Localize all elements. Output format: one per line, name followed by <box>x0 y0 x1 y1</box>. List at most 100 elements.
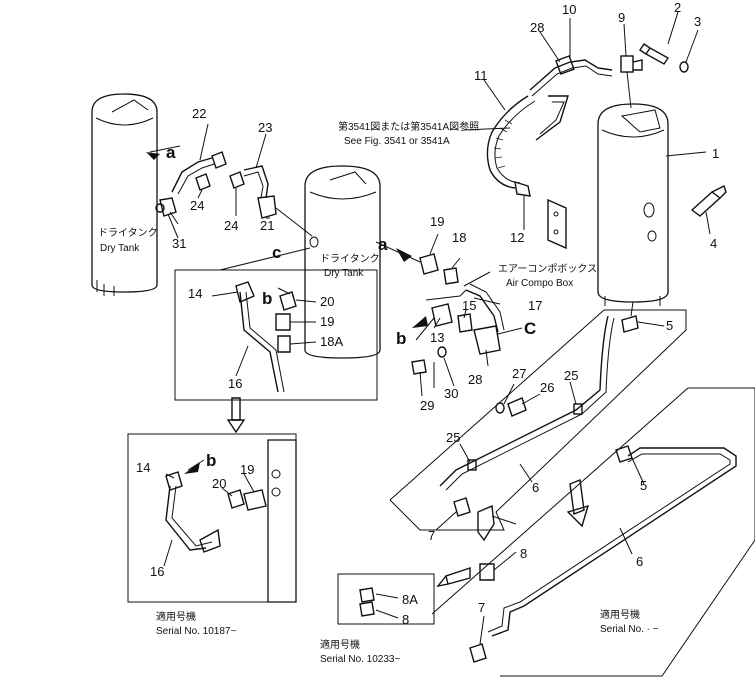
callout-23: 23 <box>258 120 272 135</box>
bracket-28 <box>473 325 501 355</box>
bolt-26 <box>507 397 527 417</box>
callout-29: 29 <box>420 398 434 413</box>
letter-b-lower: b <box>206 451 216 470</box>
callout-1: 1 <box>712 146 719 161</box>
callout-8b: 8 <box>402 612 409 627</box>
hatched-arrow-2 <box>226 397 246 434</box>
hatched-arrow-1 <box>436 567 471 588</box>
callout-19b: 19 <box>320 314 334 329</box>
air-compo-box-jp: エアーコンポボックス <box>498 263 597 275</box>
plug-18A <box>277 335 291 353</box>
callout-24a: 24 <box>190 198 204 213</box>
callout-2: 2 <box>674 0 681 15</box>
fitting-19-lower <box>243 489 267 511</box>
elbow-9 <box>620 55 643 109</box>
letter-b-upper: b <box>262 289 272 308</box>
detail-box-upper <box>174 269 378 401</box>
callout-14b: 14 <box>136 460 150 475</box>
callout-6b: 6 <box>636 554 643 569</box>
left-dry-tank <box>91 93 158 296</box>
callout-8a: 8 <box>520 546 527 561</box>
bolt-2 <box>639 43 670 65</box>
washer-30 <box>437 346 447 358</box>
callout-5a: 5 <box>666 318 673 333</box>
see-fig-en: See Fig. 3541 or 3541A <box>344 136 450 147</box>
callout-27: 27 <box>512 366 526 381</box>
callout-22: 22 <box>192 106 206 121</box>
pipe-6-lower <box>491 447 737 637</box>
hose-11 <box>486 95 529 189</box>
serial-jp-1: 適用号機 <box>156 610 196 623</box>
fitting-24-left <box>195 173 211 191</box>
callout-28a: 28 <box>530 20 544 35</box>
washer-27 <box>495 402 505 414</box>
elbow-14-upper <box>235 281 255 303</box>
drain-valve-4 <box>690 185 727 217</box>
tee-13 <box>431 303 453 327</box>
bracket-12 <box>547 198 567 250</box>
callout-25b: 25 <box>446 430 460 445</box>
serial-jp-3: 適用号機 <box>600 608 640 621</box>
callout-14a: 14 <box>188 286 202 301</box>
callout-15: 15 <box>462 298 476 313</box>
detail-panel-lower-right <box>431 387 755 677</box>
callout-11: 11 <box>474 68 488 83</box>
callout-7a: 7 <box>428 528 435 543</box>
dry-tank-left-en: Dry Tank <box>100 243 140 254</box>
elbow-14-lower <box>165 471 183 491</box>
detail-box-serial-2 <box>337 573 435 625</box>
washer-3 <box>679 61 689 73</box>
callout-10: 10 <box>562 2 576 17</box>
fitting-20-lower <box>227 489 245 509</box>
callout-19a: 19 <box>430 214 444 229</box>
nut-18-mid <box>443 267 459 285</box>
elbow-8-middle <box>477 504 495 542</box>
callout-9: 9 <box>618 10 625 25</box>
middle-dry-tank <box>304 165 381 359</box>
dry-tank-mid-jp: ドライタンク <box>320 253 380 265</box>
fitting-7-middle <box>453 497 471 517</box>
nipple-19-upper <box>275 313 291 331</box>
main-air-tank <box>597 103 669 306</box>
clamp-25-b <box>467 459 477 471</box>
leader-lines <box>163 11 711 645</box>
callout-20b: 20 <box>212 476 226 491</box>
serial-en-3: Serial No. · ~ <box>600 624 659 635</box>
callout-4: 4 <box>710 236 717 251</box>
callout-19c: 19 <box>240 462 254 477</box>
pipe-22 <box>171 157 213 193</box>
fitting-5-main <box>621 301 639 333</box>
callout-8A: 8A <box>402 592 418 607</box>
callout-numbers: 1 2 3 4 5 5 6 6 7 7 8 8 8A 9 10 11 12 13… <box>136 0 719 627</box>
callout-25a: 25 <box>564 368 578 383</box>
connection-arrows <box>146 152 428 474</box>
bolt-29 <box>411 359 427 375</box>
callout-17: 17 <box>528 298 542 313</box>
callout-18: 18 <box>452 230 466 245</box>
hatched-arrow-3 <box>566 479 590 528</box>
callout-7b: 7 <box>478 600 485 615</box>
letter-a-mid: a <box>378 235 388 254</box>
fitting-8A <box>359 587 375 603</box>
callout-26: 26 <box>540 380 554 395</box>
fitting-24-mid <box>229 171 245 189</box>
fitting-15 <box>457 313 473 333</box>
pipe-6-middle <box>439 315 609 487</box>
callout-3: 3 <box>694 14 701 29</box>
callout-5b: 5 <box>640 478 647 493</box>
pipe-16-upper <box>239 291 279 393</box>
callout-24b: 24 <box>224 218 238 233</box>
see-fig-jp: 第3541図または第3541A図参照 <box>338 120 479 133</box>
fitting-20-upper <box>279 291 297 311</box>
pipe-16-lower <box>165 485 207 551</box>
callout-21: 21 <box>260 218 274 233</box>
callout-31: 31 <box>172 236 186 251</box>
fitting-31 <box>155 197 177 217</box>
callout-28b: 28 <box>468 372 482 387</box>
connection-letters: a a b b b c C <box>166 143 536 470</box>
letter-c-mid: C <box>524 319 536 338</box>
callout-20a: 20 <box>320 294 334 309</box>
callout-12: 12 <box>510 230 524 245</box>
fitting-8-small <box>359 601 375 617</box>
